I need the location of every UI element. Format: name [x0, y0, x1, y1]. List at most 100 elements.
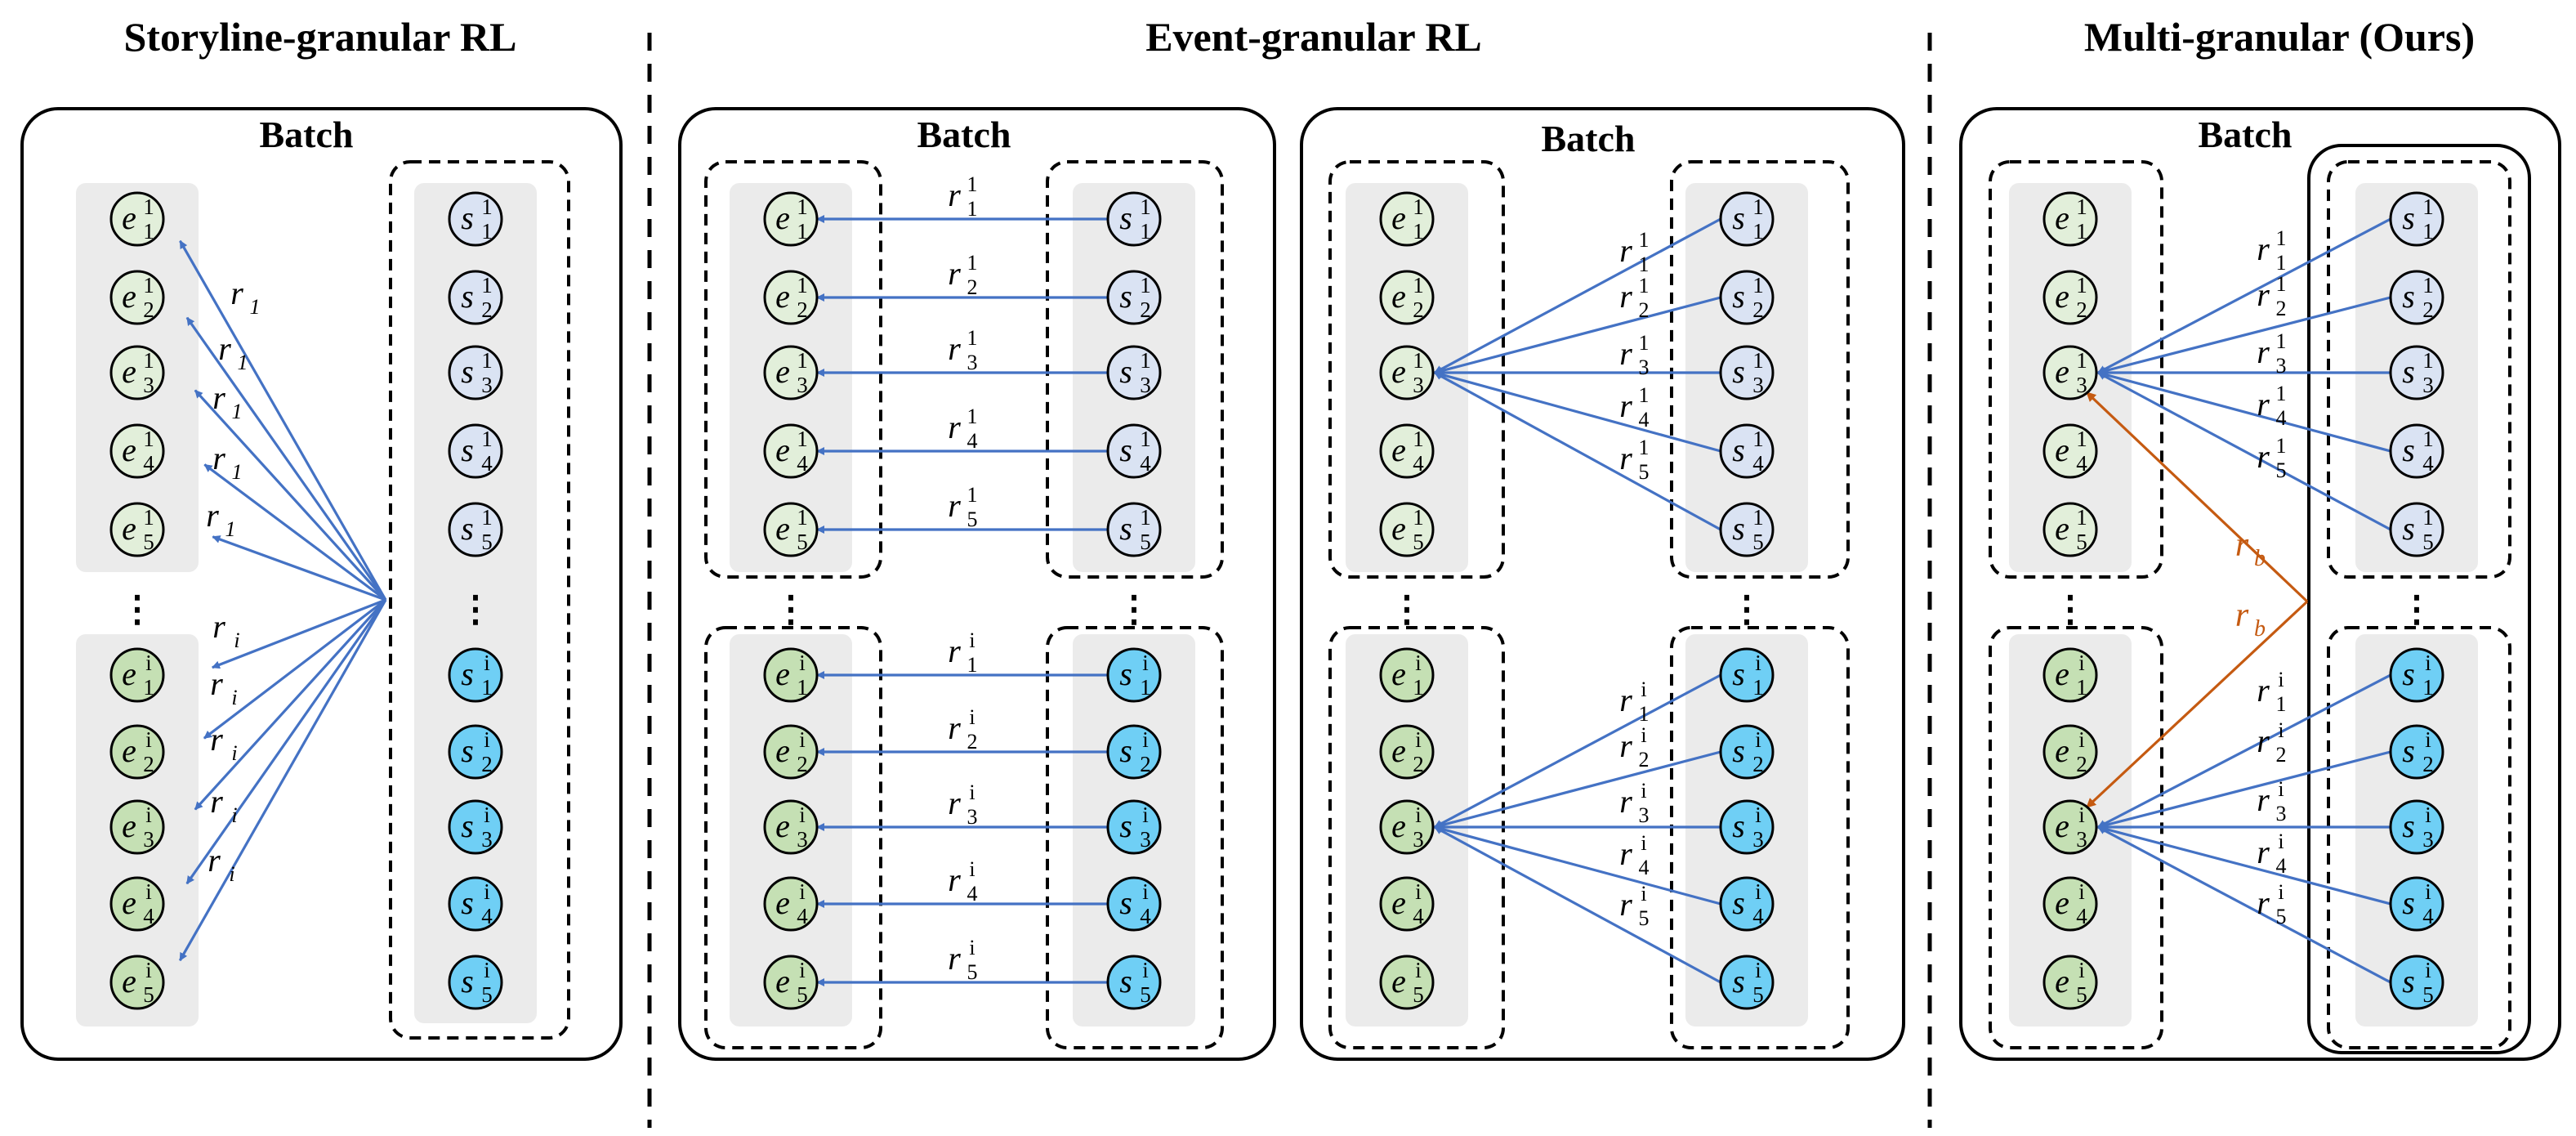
panel-title-event: Event-granular RL	[1145, 14, 1482, 60]
storyline-node	[2389, 423, 2444, 479]
batch-reward-arrow	[2085, 600, 2309, 809]
event-node	[109, 502, 165, 557]
storyline-node	[448, 345, 503, 400]
event-node	[2042, 955, 2098, 1010]
event-node	[1379, 955, 1435, 1010]
event-node	[1379, 423, 1435, 479]
event-node	[1379, 799, 1435, 855]
storyline-node	[1719, 191, 1775, 247]
storyline-node	[2389, 955, 2444, 1010]
reward-arrow	[1434, 825, 1721, 906]
reward-arrow	[1434, 217, 1721, 374]
storyline-node	[448, 647, 503, 703]
reward-arrow	[203, 598, 386, 740]
storyline-node	[2389, 876, 2444, 932]
event-dashed-box	[1328, 160, 1505, 579]
ellipsis-dots: ⋮	[773, 589, 809, 629]
event-node	[763, 799, 819, 855]
event-node	[763, 423, 819, 479]
event-node	[1379, 502, 1435, 557]
panel-title-storyline: Storyline-granular RL	[123, 14, 516, 60]
ellipsis-dots: ⋮	[458, 589, 493, 629]
reward-arrow	[2097, 750, 2391, 830]
storyline-node	[1106, 423, 1162, 479]
storyline-node	[1106, 345, 1162, 400]
reward-arrow	[2097, 370, 2391, 453]
reward-arrow	[194, 598, 387, 811]
storyline-node	[2389, 724, 2444, 780]
event-dashed-box	[704, 160, 882, 579]
storyline-node	[1106, 724, 1162, 780]
event-node	[2042, 345, 2098, 400]
storyline-node	[2389, 270, 2444, 325]
event-node	[2042, 647, 2098, 703]
event-node	[2042, 799, 2098, 855]
event-node	[2042, 724, 2098, 780]
storyline-node	[448, 724, 503, 780]
event-dashed-box	[1328, 626, 1505, 1049]
event-node	[2042, 502, 2098, 557]
event-node	[109, 647, 165, 703]
reward-arrow	[2097, 217, 2391, 374]
storyline-node	[2389, 191, 2444, 247]
storyline-node	[1719, 876, 1775, 932]
batch-label: Batch	[1542, 118, 1636, 159]
storyline-node	[1106, 270, 1162, 325]
storyline-node	[1719, 724, 1775, 780]
batch-label: Batch	[2199, 114, 2293, 155]
reward-arrow	[2097, 371, 2391, 531]
ellipsis-dots: ⋮	[119, 589, 155, 629]
storyline-node	[1719, 423, 1775, 479]
reward-arrow	[194, 389, 387, 602]
event-node	[109, 423, 165, 479]
batch-box	[678, 107, 1276, 1061]
event-node	[1379, 876, 1435, 932]
ellipsis-dots: ⋮	[2052, 589, 2088, 629]
storyline-node	[1719, 955, 1775, 1010]
storyline-node	[1719, 647, 1775, 703]
storyline-node	[2389, 799, 2444, 855]
reward-arrow	[1434, 825, 1721, 984]
reward-arrow	[1434, 370, 1721, 453]
reward-arrow	[2097, 825, 2391, 984]
event-node	[763, 191, 819, 247]
event-node	[763, 270, 819, 325]
storyline-node	[448, 799, 503, 855]
storyline-node	[448, 955, 503, 1010]
reward-arrow	[185, 599, 387, 885]
storyline-dashed-box	[1670, 160, 1850, 579]
ellipsis-dots: ⋮	[2399, 589, 2435, 629]
storyline-dashed-box	[1046, 160, 1224, 579]
event-node	[763, 876, 819, 932]
batch-box	[1300, 107, 1905, 1061]
storyline-node	[1719, 799, 1775, 855]
storyline-dashed-box	[1046, 626, 1224, 1049]
storyline-node	[2389, 647, 2444, 703]
batch-reward-arrow	[2085, 391, 2309, 603]
event-dashed-box	[704, 626, 882, 1049]
event-node	[1379, 647, 1435, 703]
event-node	[2042, 270, 2098, 325]
storyline-node	[1106, 191, 1162, 247]
storyline-group-bg	[414, 183, 537, 1023]
event-node	[2042, 876, 2098, 932]
